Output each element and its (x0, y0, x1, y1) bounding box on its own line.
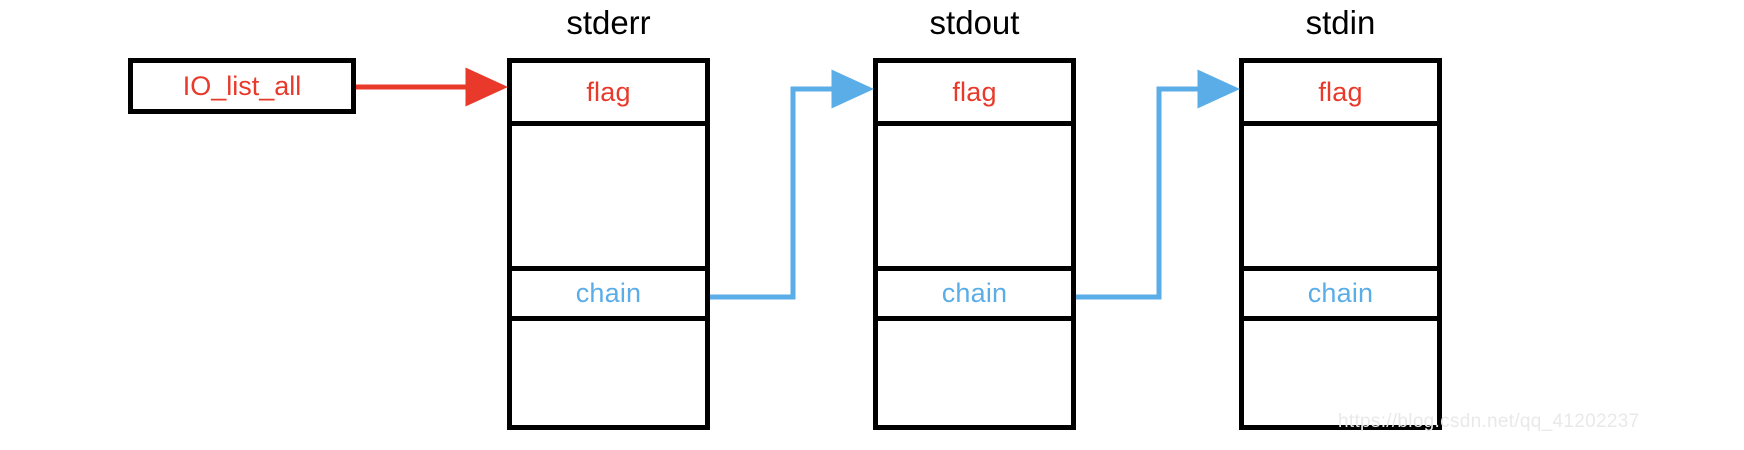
struct-row-stdin-chain: chain (1244, 271, 1437, 321)
caption-stderr: stderr (566, 4, 651, 41)
struct-box-stdin: flag chain (1239, 58, 1442, 430)
caption-stdout: stdout (929, 4, 1020, 41)
arrow-stdout-chain-to-stdin (1076, 69, 1240, 300)
struct-row-stderr-flag: flag (512, 63, 705, 126)
struct-row-stdin-flag: flag (1244, 63, 1437, 126)
struct-field-label: flag (586, 76, 631, 107)
io-list-all-box: IO_list_all (128, 58, 356, 114)
struct-row-stdin-empty-1 (1244, 126, 1437, 271)
struct-row-stdout-empty-1 (878, 126, 1071, 271)
struct-row-stderr-empty-2 (512, 321, 705, 425)
struct-row-stderr-empty-1 (512, 126, 705, 271)
struct-field-label: chain (575, 278, 642, 308)
csdn-watermark: https://blog.csdn.net/qq_41202237 (1338, 411, 1640, 432)
struct-box-stderr: flag chain (507, 58, 710, 430)
struct-field-label: flag (1318, 76, 1363, 107)
struct-row-stdout-flag: flag (878, 63, 1071, 126)
struct-field-label: chain (1307, 278, 1374, 308)
arrow-stderr-chain-to-stdout (710, 69, 874, 300)
struct-box-stdout: flag chain (873, 58, 1076, 430)
struct-field-label: chain (941, 278, 1008, 308)
struct-row-stdin-empty-2 (1244, 321, 1437, 425)
io-list-all-label: IO_list_all (182, 70, 302, 101)
struct-row-stderr-chain: chain (512, 271, 705, 321)
struct-field-label: flag (952, 76, 997, 107)
struct-row-stdout-chain: chain (878, 271, 1071, 321)
struct-row-stdout-empty-2 (878, 321, 1071, 425)
caption-stdin: stdin (1305, 4, 1376, 41)
